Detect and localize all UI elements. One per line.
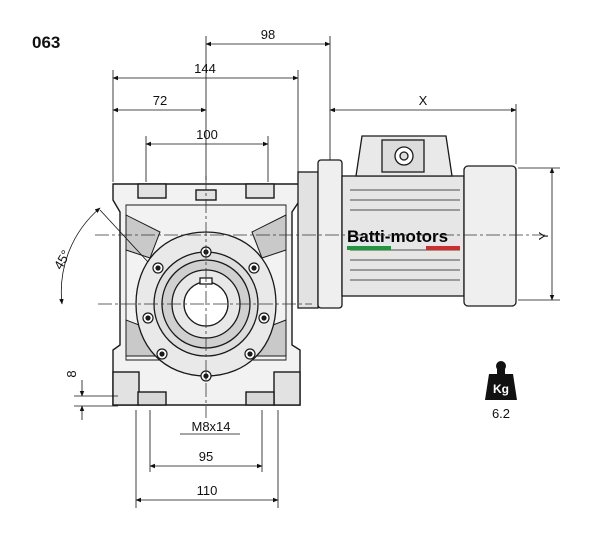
- brand-stripe-left: [347, 246, 391, 250]
- terminal-box: [355, 135, 453, 177]
- brand-stripe-right: [426, 246, 460, 250]
- dim-thread: M8x14: [191, 419, 230, 434]
- dim-72: 72: [153, 93, 167, 108]
- model-code: 063: [32, 33, 60, 52]
- centerlines: [95, 176, 545, 418]
- dim-98: 98: [261, 27, 275, 42]
- weight-icon: Kg: [485, 361, 517, 400]
- motor-coupling: [297, 159, 343, 309]
- dim-angle: 45°: [51, 247, 74, 272]
- dim-100: 100: [196, 127, 218, 142]
- dim-y: Y: [536, 231, 551, 240]
- brand-label: Batti-motors: [347, 227, 448, 246]
- dim-x: X: [419, 93, 428, 108]
- weight-value: 6.2: [492, 406, 510, 421]
- dim-110: 110: [197, 483, 218, 498]
- dim-8: 8: [64, 370, 79, 377]
- motor-body: [341, 165, 517, 307]
- dimension-lines: [59, 36, 560, 508]
- dim-144: 144: [194, 61, 216, 76]
- weight-unit: Kg: [493, 382, 509, 396]
- dim-95: 95: [199, 449, 213, 464]
